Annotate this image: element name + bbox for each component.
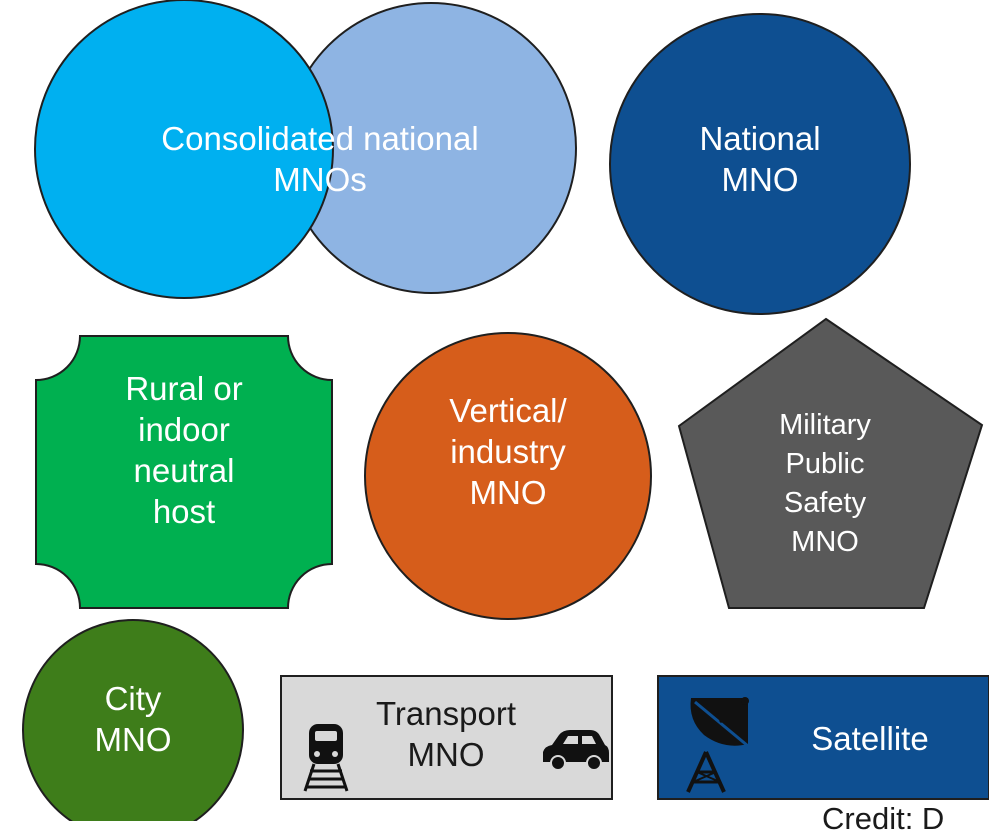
rural-neutral-host-plaque	[35, 335, 333, 609]
military-line-4: MNO	[791, 526, 859, 558]
consolidated-line-1: Consolidated national	[161, 120, 479, 157]
national-mno-circle	[609, 13, 911, 315]
rural-neutral-host-label: Rural or indoor neutral host	[84, 368, 284, 532]
city-mno-label: City MNO	[63, 678, 203, 760]
national-line-1: National	[699, 120, 821, 157]
satellite-label: Satellite	[770, 718, 970, 759]
car-icon	[543, 730, 609, 771]
city-line-1: City	[104, 680, 162, 717]
transport-line-1: Transport	[376, 695, 516, 732]
consolidated-mno-label: Consolidated national MNOs	[100, 118, 540, 200]
city-line-2: MNO	[94, 721, 172, 758]
military-line-2: Public	[785, 448, 865, 480]
vertical-line-3: MNO	[469, 474, 547, 511]
rural-line-2: indoor	[138, 411, 230, 448]
satellite-dish-icon	[686, 697, 749, 793]
rural-line-3: neutral	[133, 452, 235, 489]
train-icon	[303, 724, 349, 792]
vertical-line-2: industry	[450, 433, 566, 470]
national-line-2: MNO	[721, 161, 799, 198]
consolidated-line-2: MNOs	[273, 161, 367, 198]
vertical-industry-circle	[364, 332, 652, 620]
city-mno-circle	[22, 619, 244, 821]
vertical-industry-label: Vertical/ industry MNO	[408, 390, 608, 513]
vertical-line-1: Vertical/	[449, 392, 567, 429]
rural-line-4: host	[152, 493, 216, 530]
military-line-3: Safety	[783, 487, 867, 519]
consolidated-front-circle	[34, 0, 334, 299]
rural-line-1: Rural or	[125, 370, 243, 407]
transport-mno-label: Transport MNO	[346, 693, 546, 775]
military-public-safety-pentagon	[677, 317, 984, 609]
satellite-text: Satellite	[811, 720, 929, 757]
military-public-safety-label: Military Public Safety MNO	[750, 406, 900, 562]
military-line-1: Military	[779, 409, 871, 441]
national-mno-label: National MNO	[660, 118, 860, 200]
credit-text: Credit: D	[822, 801, 945, 836]
transport-line-2: MNO	[407, 736, 485, 773]
